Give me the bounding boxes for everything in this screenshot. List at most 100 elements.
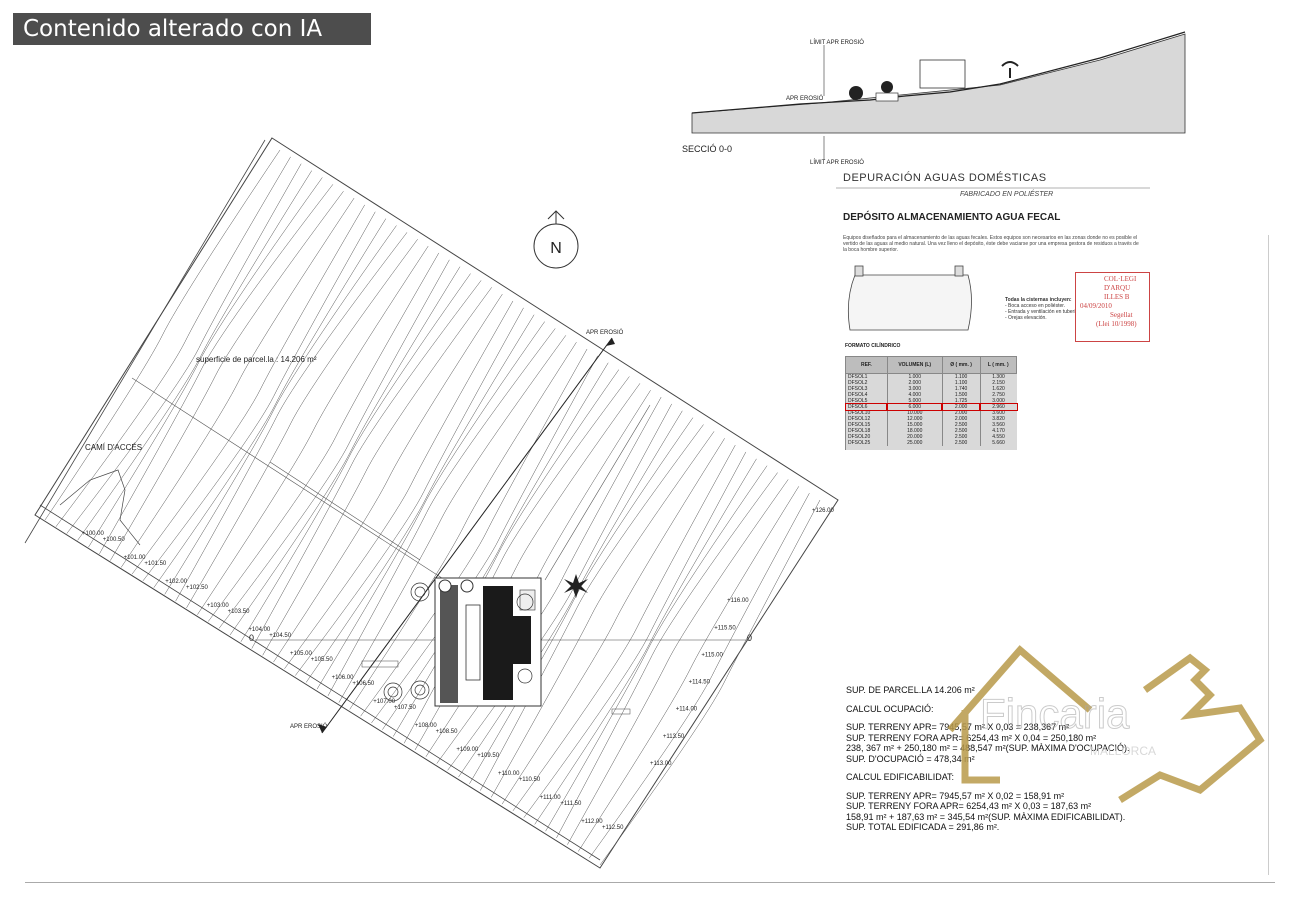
table-header-row: REF. VOLUMEN (L) Ø ( mm. ) L ( mm. ) xyxy=(845,356,1018,374)
access-road-curve xyxy=(59,469,141,546)
spot-level: +107.00 xyxy=(373,699,396,705)
contour-line xyxy=(338,335,567,703)
spot-level: +111.50 xyxy=(560,801,582,807)
table-cell: 2.960 xyxy=(979,403,1018,411)
table-cell: DFSOL20 xyxy=(845,434,888,440)
spot-level: +103.00 xyxy=(207,603,230,609)
spot-level: +104.50 xyxy=(269,633,292,639)
spot-level: +115.00 xyxy=(701,652,723,658)
table-cell: 1.100 xyxy=(941,373,981,380)
table-cell: 1.725 xyxy=(941,398,981,404)
contour-line xyxy=(153,218,387,588)
table-cell: 15.000 xyxy=(886,422,943,428)
contour-line xyxy=(567,479,789,845)
contour-line xyxy=(523,451,747,818)
note-box xyxy=(361,660,399,668)
frame-rule-right xyxy=(1268,235,1269,875)
contour-line xyxy=(490,431,715,798)
contour-line xyxy=(262,287,492,656)
spot-level: +102.00 xyxy=(165,579,188,585)
calc-line: SUP. D'OCUPACIÓ = 478,34 m² xyxy=(846,753,975,764)
ai-altered-banner: Contenido alterado con IA xyxy=(13,13,371,45)
spot-level: +106.50 xyxy=(352,681,375,687)
contour-line xyxy=(588,493,810,859)
contour-line xyxy=(545,465,768,832)
table-cell: 2.000 xyxy=(886,380,943,386)
contour-line xyxy=(131,204,365,575)
table-cell: 4.550 xyxy=(979,434,1017,440)
stamp-line: COL·LEGI xyxy=(1104,275,1137,283)
table-cell: 4.000 xyxy=(886,392,943,398)
contour-line xyxy=(164,225,397,595)
contour-line xyxy=(55,156,291,527)
contour-line xyxy=(295,307,524,676)
contour-line xyxy=(371,355,598,724)
north-label: N xyxy=(550,240,562,257)
table-cell: 1.100 xyxy=(941,380,981,386)
calc-line: SUP. TOTAL EDIFICADA = 291,86 m². xyxy=(846,822,1000,832)
table-cell: 5.000 xyxy=(886,398,943,404)
depuracion-heading: DEPÓSITO ALMACENAMIENTO AGUA FECAL xyxy=(843,212,1061,223)
access-road-edge xyxy=(24,139,266,544)
calc-line: CALCUL EDIFICABILIDAT: xyxy=(846,772,955,782)
table-cell: 6.000 xyxy=(886,403,944,411)
spot-level: +101.50 xyxy=(144,561,167,567)
contour-line xyxy=(501,438,725,805)
contour-line xyxy=(556,472,778,839)
spot-level: +103.50 xyxy=(228,609,251,615)
table-cell: 1.000 xyxy=(886,373,943,380)
contour-line xyxy=(599,499,821,866)
contour-line xyxy=(197,245,429,615)
spot-level: +114.50 xyxy=(689,680,711,686)
contour-line xyxy=(512,444,736,812)
table-cell: 4.170 xyxy=(979,428,1017,434)
spot-level: +101.00 xyxy=(124,555,147,561)
table-cell: 18.000 xyxy=(886,428,943,434)
contour-line xyxy=(273,293,503,663)
col-diameter: Ø ( mm. ) xyxy=(941,356,981,374)
college-stamp: COL·LEGI D'ARQU ILLES B 04/09/2010 Segel… xyxy=(1075,272,1150,342)
table-cell: DFSOL6 xyxy=(844,403,889,411)
spot-level: +107.50 xyxy=(394,705,417,711)
table-cell: 2.000 xyxy=(941,416,981,422)
contour-line xyxy=(218,259,450,629)
spot-level: +109.50 xyxy=(477,753,500,759)
spot-level: +126.00 xyxy=(812,508,835,514)
contour-line xyxy=(349,342,577,710)
table-cell: DFSOL12 xyxy=(845,416,888,422)
spot-level: +104.00 xyxy=(248,627,271,633)
calc-line: CALCUL OCUPACIÓ: xyxy=(846,703,934,714)
contour-line xyxy=(251,280,482,649)
tank-table: REF. VOLUMEN (L) Ø ( mm. ) L ( mm. ) DFS… xyxy=(844,356,1018,450)
spot-levels: +100.00+100.50+101.00+101.50+102.00+102.… xyxy=(82,508,835,831)
table-cell: 2.500 xyxy=(941,428,981,434)
stamp-line: Segellat xyxy=(1110,311,1133,319)
contour-line xyxy=(175,232,408,602)
spot-level: +116.00 xyxy=(727,598,749,604)
notes-title: Todas la cisternas incluyen: xyxy=(1005,297,1072,303)
note-item: - Entrada y ventilación en tubería de PV… xyxy=(1005,309,1099,315)
stamp-line: (Llei 10/1998) xyxy=(1096,320,1137,328)
spot-level: +110.50 xyxy=(519,777,541,783)
table-cell: 5.660 xyxy=(979,440,1017,446)
table-cell: 1.740 xyxy=(941,386,981,392)
stamp-line: ILLES B xyxy=(1104,293,1130,301)
note-item: - Orejas elevación. xyxy=(1005,315,1047,321)
contour-line xyxy=(44,149,281,521)
table-cell: 3.820 xyxy=(979,416,1017,422)
contour-lines xyxy=(44,149,821,866)
table-cell: 2.000 xyxy=(941,403,982,411)
calc-line: SUP. TERRENY FORA APR= 6254,43 m² X 0,03… xyxy=(846,801,1092,811)
note-box-2 xyxy=(611,708,631,715)
